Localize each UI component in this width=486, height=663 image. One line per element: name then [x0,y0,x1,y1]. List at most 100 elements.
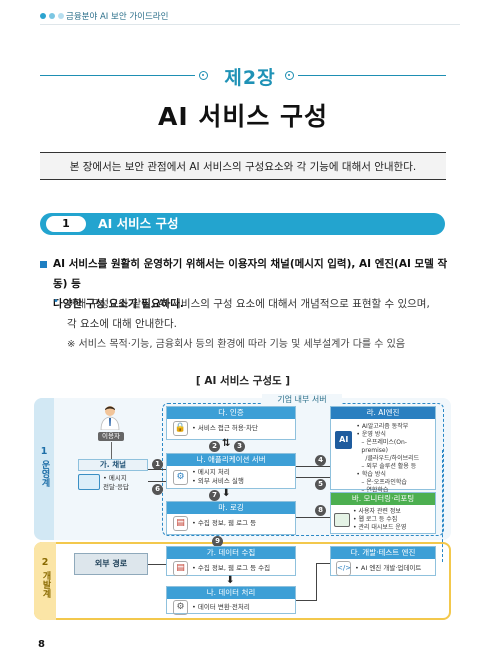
channel-body: • 메시지 전달·응답 [78,474,148,492]
arrow-up-down-icon: ⇅ [222,438,231,449]
dot-3 [58,13,64,19]
ai-engine-item-1: • AI알고리즘 동작부 [356,423,409,430]
ai-chip-icon: AI [335,431,353,449]
monitoring-title: 바. 모니터링·리포팅 [331,493,435,505]
paragraph-1-line-2: 다양한 구성 요소가 필요하다. [53,298,184,310]
external-to-collect-line [148,564,166,565]
paragraph-2: 아래 구성도와 같이, AI 서비스의 구성 요소에 대해서 개념적으로 표현할… [67,294,452,334]
app-server-item-1: • 메시지 처리 [192,468,230,476]
data-collect-box: 가. 데이터 수집 ▤ • 수집 정보, 웹 로그 등 수집 [166,546,296,576]
header-divider [40,24,460,25]
chapter-line-left [40,75,195,76]
auth-body: 🔒 • 서비스 접근 허용·차단 [167,419,295,438]
auth-box: 다. 인증 🔒 • 서비스 접근 허용·차단 [166,406,296,440]
monitoring-items: • 사용자 관련 정보 • 웹 로그 등 수집 • 관리 대시보드 운영 [353,508,406,532]
ai-engine-item-2: • 운영 방식 [356,431,386,438]
bullet-icon: • [53,296,59,307]
internal-server-label: 기업 내부 서버 [262,394,342,405]
external-path-box: 외부 경로 [74,553,148,575]
app-server-body: ⚙ • 메시지 처리 • 외부 서비스 실행 [167,466,295,488]
chapter-dot-left [199,71,208,80]
channel-app-line-bottom [148,481,166,482]
square-bullet-icon [40,261,47,268]
dashboard-icon [334,513,350,527]
process-icon: ⚙ [173,600,188,615]
operation-text: 운영계 [39,460,50,487]
dev-test-title: 다. 개발·테스트 엔진 [331,547,435,559]
ai-engine-box: 라. AI엔진 AI • AI알고리즘 동작부 • 운영 방식 – 온프레미스(… [330,406,436,494]
badge-9: 9 [212,536,223,547]
section-title: AI 서비스 구성 [98,216,179,231]
channel-app-line-top [148,469,166,470]
user-label: 이용자 [98,432,124,441]
ai-engine-item-6: • 학습 방식 [356,471,386,478]
development-number: 2 [41,557,49,568]
data-collect-title: 가. 데이터 수집 [167,547,295,559]
collect-icon: ▤ [173,561,188,576]
data-collect-item-1: • 수집 정보, 웹 로그 등 수집 [192,564,271,572]
code-icon: </> [336,561,351,576]
dev-to-ai-dashed-line [442,450,444,562]
monitoring-item-2: • 웹 로그 등 수집 [353,516,398,523]
operation-number: 1 [40,446,48,457]
ai-engine-item-3: – 온프레미스(On-premise) [361,439,407,454]
ai-engine-items: • AI알고리즘 동작부 • 운영 방식 – 온프레미스(On-premise)… [356,423,431,495]
dev-test-item-1: • AI 엔진 개발·업데이트 [355,564,422,572]
ai-engine-body: AI • AI알고리즘 동작부 • 운영 방식 – 온프레미스(On-premi… [331,419,435,495]
monitoring-box: 바. 모니터링·리포팅 • 사용자 관련 정보 • 웹 로그 등 수집 • 관리… [330,492,436,534]
user-to-channel-line [111,442,112,459]
badge-1: 1 [152,459,163,470]
chapter-dot-right [285,71,294,80]
user-icon [98,404,122,431]
ai-engine-item-7: – 온·오프라인학습 [361,479,407,486]
figure-title: [ AI 서비스 구성도 ] [195,375,291,387]
auth-item-1: • 서비스 접근 허용·차단 [192,424,258,432]
arrow-down-icon: ⬇ [222,488,231,499]
lock-icon: 🔒 [173,421,188,436]
log-icon: ▤ [173,516,188,531]
section-number: 1 [46,216,86,232]
logging-box: 마. 로깅 ▤ • 수집 정보, 웹 로그 등 [166,501,296,535]
page-title: AI 서비스 구성 [157,102,329,131]
badge-6: 6 [152,484,163,495]
app-server-items: • 메시지 처리 • 외부 서비스 실행 [192,468,244,486]
monitoring-item-3: • 관리 대시보드 운영 [353,524,407,531]
badge-5: 5 [315,479,326,490]
data-process-item-1: • 데이터 변환·전처리 [192,603,250,611]
chapter-label: 제2장 [224,67,276,89]
paragraph-1: AI 서비스를 원활히 운영하기 위해서는 이용자의 채널(메시지 입력), A… [53,254,448,314]
app-server-box: 나. 애플리케이션 서버 ⚙ • 메시지 처리 • 외부 서비스 실행 [166,453,296,489]
intro-box: 본 장에서는 보안 관점에서 AI 서비스의 구성요소와 각 기능에 대해서 안… [40,152,446,180]
monitoring-item-1: • 사용자 관련 정보 [353,508,401,515]
dot-1 [40,13,46,19]
badge-2: 2 [209,441,220,452]
server-icon: ⚙ [173,469,188,485]
dev-test-box: 다. 개발·테스트 엔진 </> • AI 엔진 개발·업데이트 [330,546,436,576]
data-process-box: 나. 데이터 처리 ⚙ • 데이터 변환·전처리 [166,586,296,616]
log-monitor-line [296,517,330,518]
paragraph-2-line-2: 각 요소에 대해 안내한다. [67,318,177,330]
paragraph-2-line-1: 아래 구성도와 같이, AI 서비스의 구성 요소에 대해서 개념적으로 표현할… [67,298,430,310]
running-title: 금융분야 AI 보안 가이드라인 [66,12,169,22]
process-to-dev-line [296,600,316,601]
operation-tab [34,398,54,540]
channel-item-2: 전달·응답 [103,483,129,491]
ai-engine-title: 라. AI엔진 [331,407,435,419]
page-number: 8 [38,639,45,650]
chapter-line-right [298,75,446,76]
dev-vertical-line [316,563,317,601]
app-ai-line-top [296,466,330,467]
app-server-item-2: • 외부 서비스 실행 [192,477,244,485]
section-bar [40,213,445,235]
monitor-icon [78,474,100,490]
operation-label: 1 운영계 [34,445,54,487]
data-process-body: ⚙ • 데이터 변환·전처리 [167,599,295,616]
app-server-title: 나. 애플리케이션 서버 [167,454,295,466]
monitoring-body: • 사용자 관련 정보 • 웹 로그 등 수집 • 관리 대시보드 운영 [331,505,435,532]
channel-item-1: • 메시지 [103,474,127,482]
header-dots [40,13,64,19]
dev-horizontal-line [316,563,330,564]
development-label: 2 개발계 [34,556,56,598]
collect-to-process-arrow-icon: ⬇ [226,575,235,586]
development-tab [34,542,56,620]
